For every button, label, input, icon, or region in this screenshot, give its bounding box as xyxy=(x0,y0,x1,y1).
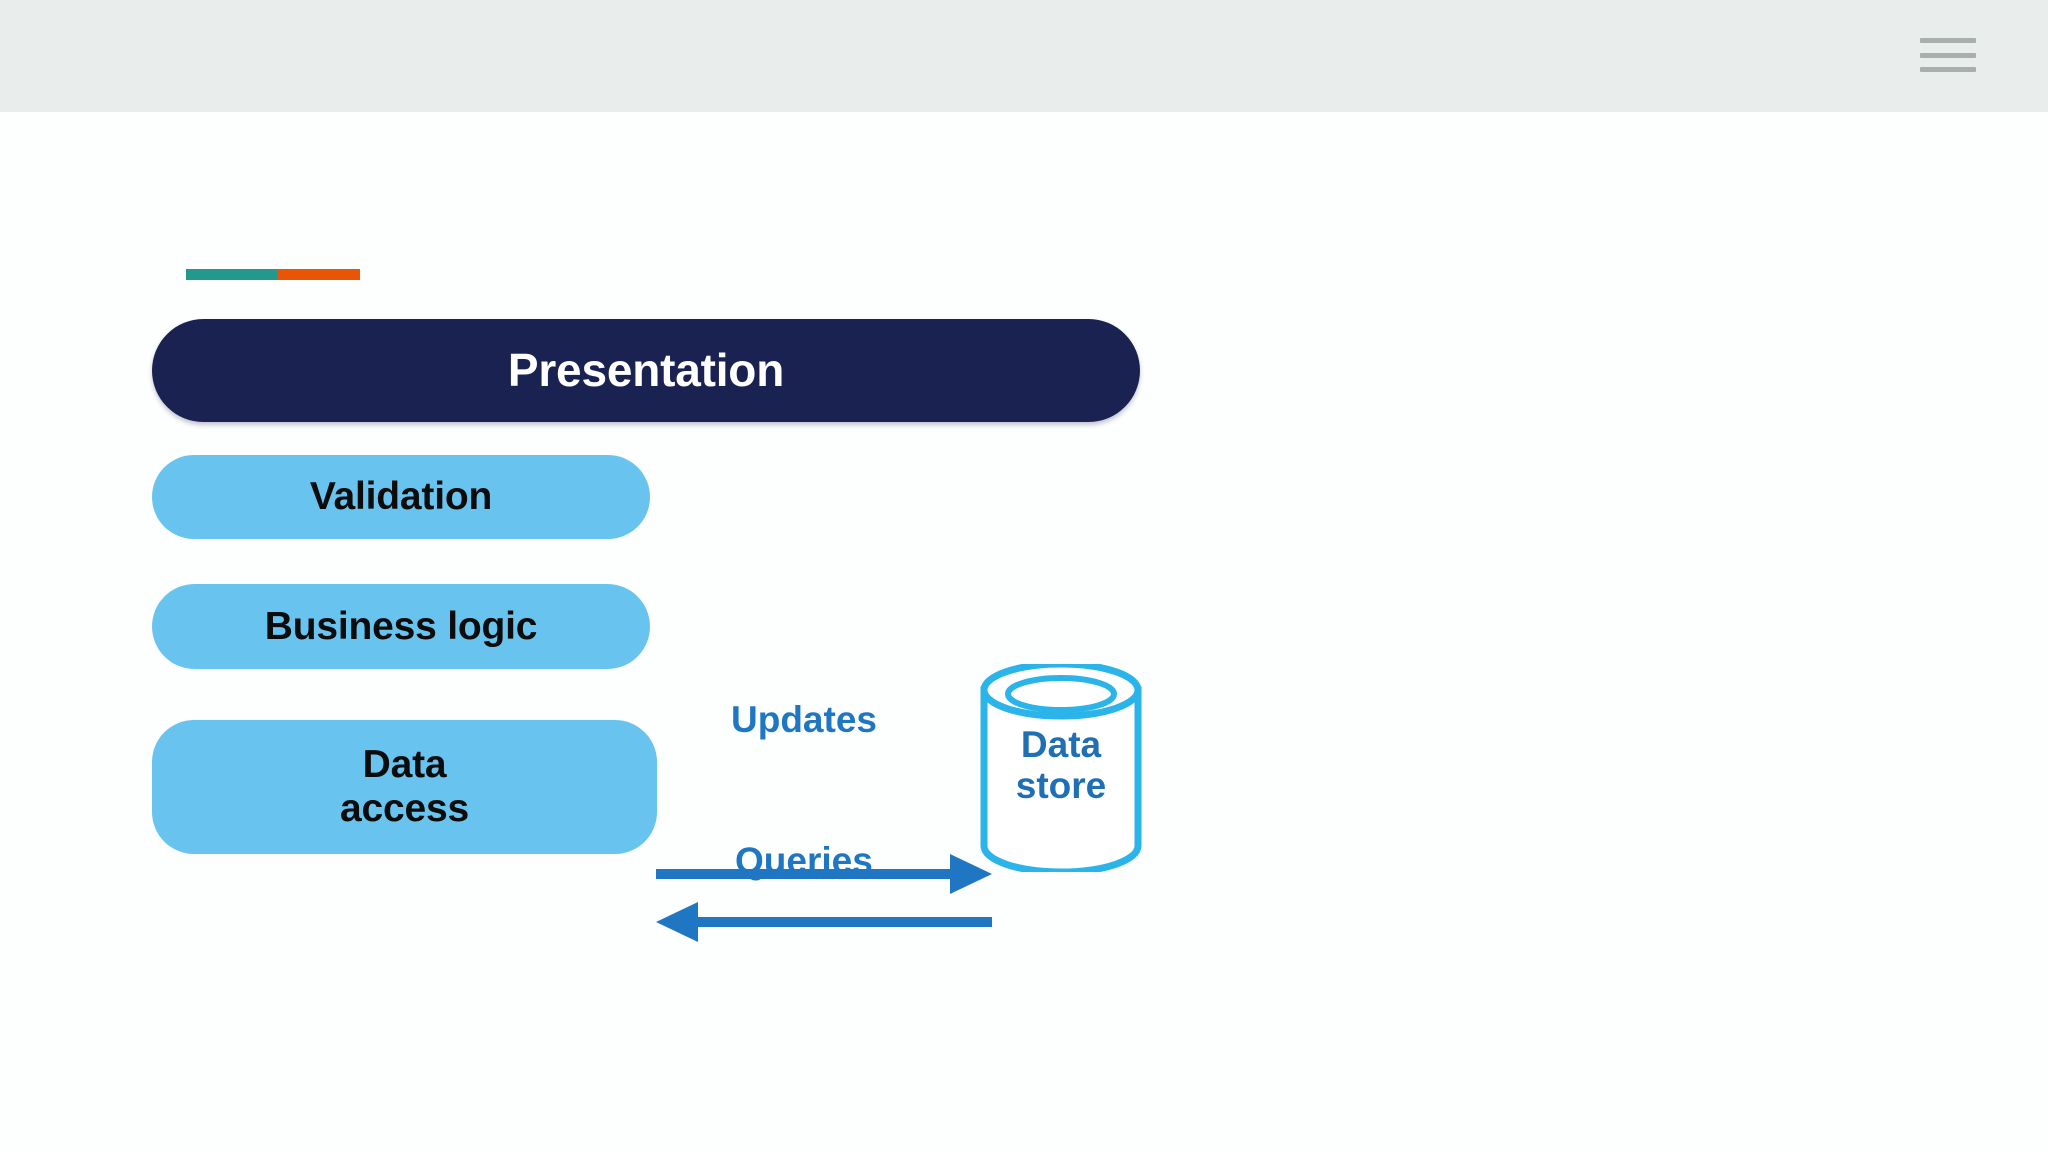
layer-presentation-label: Presentation xyxy=(507,343,785,396)
accent-rule-orange-segment xyxy=(277,269,360,280)
accent-rule-teal-segment xyxy=(186,269,277,280)
data-store-cylinder[interactable] xyxy=(978,664,1144,872)
layer-validation-label: Validation xyxy=(309,475,493,519)
data-store-cylinder-inner-ellipse xyxy=(1005,675,1117,713)
data-store-label-line2: store xyxy=(1015,765,1107,807)
layer-data-access-label-line2: access xyxy=(340,787,469,830)
layer-data-access-label-line1: Data xyxy=(362,743,447,787)
flow-arrow-queries[interactable] xyxy=(656,902,992,942)
hamburger-line-2 xyxy=(1920,52,1976,58)
top-bar xyxy=(0,0,2048,112)
slide-canvas: Presentation Validation Business logic D… xyxy=(0,112,2048,1152)
flow-arrow-updates-head xyxy=(950,854,992,894)
accent-rule xyxy=(186,269,360,280)
hamburger-line-3 xyxy=(1920,67,1976,72)
flow-arrow-updates[interactable] xyxy=(656,854,992,894)
flow-label-updates: Updates xyxy=(731,699,877,740)
layer-data-access[interactable]: Data access xyxy=(152,720,657,854)
data-store-label-line1: Data xyxy=(1020,724,1102,765)
layer-business-logic-label: Business logic xyxy=(264,604,538,648)
flow-arrow-queries-head xyxy=(656,902,698,942)
layer-business-logic[interactable]: Business logic xyxy=(152,584,650,669)
hamburger-line-1 xyxy=(1920,38,1976,43)
data-store-cylinder-body xyxy=(980,686,1142,872)
data-store-label: Data store xyxy=(978,724,1144,807)
layer-validation[interactable]: Validation xyxy=(152,455,650,539)
flow-arrows-group xyxy=(656,854,992,942)
hamburger-menu-icon[interactable] xyxy=(1920,38,1976,72)
layer-presentation[interactable]: Presentation xyxy=(152,319,1140,422)
flow-label-queries: Queries xyxy=(735,840,873,881)
